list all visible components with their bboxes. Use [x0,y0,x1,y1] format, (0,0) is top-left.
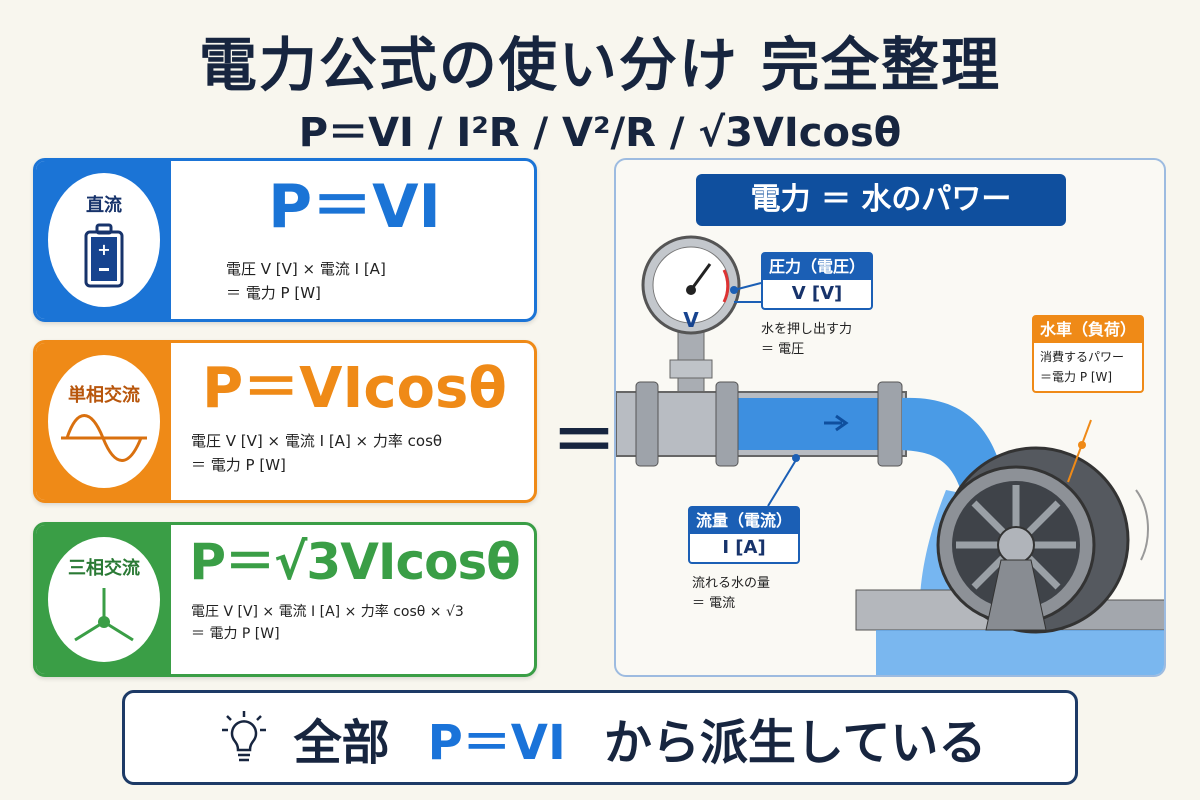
tag-value: I [A] [722,537,766,558]
card-badge: 直流 + [48,173,160,307]
flow-tag: 流量（電流） I [A] [688,506,801,564]
page-subtitle: P＝VI / I²R / V²/R / √3VIcosθ [298,110,902,156]
formula: P＝√3VIcosθ [189,533,520,591]
note-line: 水を押し出す力 [761,322,853,337]
pressure-note: 水を押し出す力 ＝ 電圧 [761,320,852,360]
desc-line: ＝ 電力 P [W] [191,456,286,474]
formula-desc: 電圧 V [V] × 電流 I [A] × 力率 cosθ × √3 ＝ 電力 P… [191,601,526,645]
card-badge: 三相交流 [48,537,160,662]
tag-value: V [V] [791,283,843,304]
card-side: 直流 + [36,161,171,319]
svg-text:+: + [97,240,110,259]
desc-line: ＝ 電力 P [W] [226,284,321,302]
banner-formula: P＝VI [427,714,566,771]
summary-banner: 全部 P＝VI から派生している [122,690,1078,785]
formula-desc: 電圧 V [V] × 電流 I [A] ＝ 電力 P [W] [226,257,526,305]
desc-line: 電圧 V [V] × 電流 I [A] × 力率 cosθ [191,432,443,450]
water-pipe-illustration: V [616,235,1164,675]
note-line: ＝ 電流 [692,596,736,611]
water-analogy-panel: 電力 ＝ 水のパワー V 圧力（電圧） V [V] 水を押し出す力 ＝ 電圧 流量… [614,158,1166,677]
card-label: 三相交流 [68,557,140,579]
tag-head: 流量（電流） [690,508,799,534]
card-three-phase: 三相交流 P＝√3VIcosθ 電圧 V [V] × 電流 I [A] × 力率… [33,522,537,677]
wheel-tag: 水車（負荷） 消費するパワー ＝電力 P [W] [1032,315,1145,393]
equals-sign: ＝ [552,405,616,479]
note-line: 消費するパワー [1040,350,1125,364]
formula-desc: 電圧 V [V] × 電流 I [A] × 力率 cosθ ＝ 電力 P [W] [191,429,526,477]
pressure-tag: 圧力（電圧） V [V] [761,252,874,310]
tag-head: 圧力（電圧） [763,254,872,280]
card-single-phase: 単相交流 P＝VIcosθ 電圧 V [V] × 電流 I [A] × 力率 c… [33,340,537,503]
tag-head: 水車（負荷） [1034,317,1143,343]
card-side: 三相交流 [36,525,171,674]
sine-wave-icon [61,413,147,462]
card-badge: 単相交流 [48,355,160,488]
battery-icon: + [84,223,124,288]
wheel-note: 消費するパワー ＝電力 P [W] [1034,343,1142,391]
three-phase-icon [74,587,134,641]
panel-title: 電力 ＝ 水のパワー [696,174,1066,226]
desc-line: 電圧 V [V] × 電流 I [A] × 力率 cosθ × √3 [191,604,464,620]
card-label: 直流 [86,195,122,216]
note-line: ＝ 電圧 [761,342,805,357]
lightbulb-icon [221,710,266,761]
note-line: 流れる水の量 [692,576,771,591]
note-line: ＝電力 P [W] [1040,370,1113,384]
banner-prefix: 全部 [293,714,390,771]
card-label: 単相交流 [68,384,140,406]
gauge-letter: V [683,308,699,332]
card-side: 単相交流 [36,343,171,500]
desc-line: ＝ 電力 P [W] [191,626,280,642]
page-title: 電力公式の使い分け 完全整理 [198,31,1002,99]
desc-line: 電圧 V [V] × 電流 I [A] [226,260,386,278]
banner-suffix: から派生している [603,714,987,771]
card-dc: 直流 + P＝VI 電圧 V [V] × 電流 I [A] ＝ 電力 P [W] [33,158,537,322]
flow-note: 流れる水の量 ＝ 電流 [692,574,770,614]
formula: P＝VIcosθ [202,356,507,421]
formula: P＝VI [268,172,441,242]
